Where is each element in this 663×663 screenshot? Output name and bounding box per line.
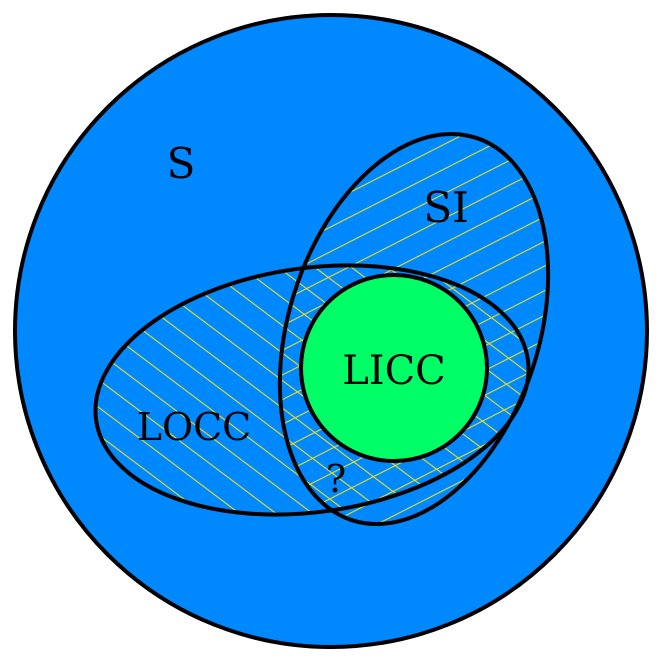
licc-circle xyxy=(299,273,489,463)
label-licc: LICC xyxy=(342,348,446,394)
label-locc: LOCC xyxy=(137,405,252,449)
locc-ellipse-outline xyxy=(93,263,531,517)
label-s: S xyxy=(167,139,196,188)
label-si: SI xyxy=(423,183,468,232)
si-ellipse-outline xyxy=(277,131,551,527)
label-unknown-region: ? xyxy=(326,457,346,501)
